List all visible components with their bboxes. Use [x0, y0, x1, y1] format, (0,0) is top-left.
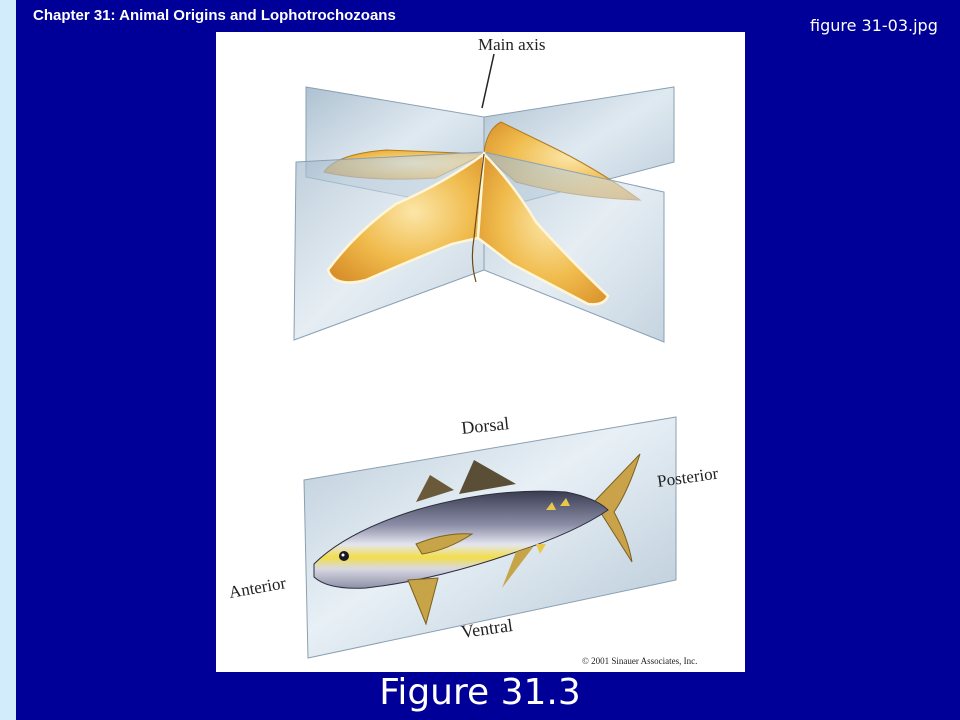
starfish-illustration — [293, 53, 675, 343]
anterior-label: Anterior — [227, 573, 287, 602]
chapter-title: Chapter 31: Animal Origins and Lophotroc… — [33, 7, 396, 24]
left-accent-strip — [0, 0, 16, 720]
main-axis-label: Main axis — [478, 35, 546, 54]
body-symmetry-illustration: Main axis Dorsal Posterior Anterior Vent… — [227, 35, 719, 666]
dorsal-label: Dorsal — [460, 413, 510, 438]
fish-illustration — [303, 416, 677, 659]
copyright-notice: © 2001 Sinauer Associates, Inc. — [582, 656, 697, 666]
file-name: figure 31-03.jpg — [810, 16, 938, 35]
figure-caption: Figure 31.3 — [379, 672, 581, 713]
figure-panel: Main axis Dorsal Posterior Anterior Vent… — [216, 32, 745, 672]
